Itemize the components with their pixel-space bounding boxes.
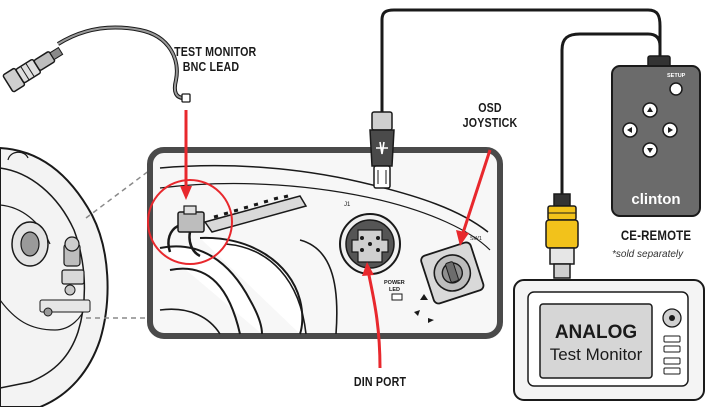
setup-label: SETUP: [667, 73, 686, 79]
din-cable: [380, 8, 662, 196]
osd-joystick-label-line1: OSD: [478, 100, 502, 115]
din-plug-icon: [369, 111, 395, 189]
yellow-bnc-connector: [545, 193, 579, 279]
camera-dome-icon: [0, 146, 109, 407]
power-led-label-line2: LED: [389, 287, 400, 293]
dpad-icon: [622, 102, 678, 158]
sw1-label: SW1: [470, 236, 482, 242]
ce-remote: SETUP clinton: [611, 55, 701, 217]
test-monitor-bnc-lead-label: TEST MONITOR BNC LEAD: [174, 44, 257, 74]
power-led-label-line1: POWER: [384, 280, 405, 286]
board-zoom-frame: [147, 147, 503, 339]
highlight-overlays: [147, 110, 492, 369]
monitor-title-line2: Test Monitor: [550, 345, 643, 364]
power-led: POWER LED: [384, 280, 405, 301]
monitor-screen: [539, 303, 653, 379]
zoom-guide-lines: [85, 169, 151, 319]
j1-label: J1: [344, 202, 351, 208]
test-monitor-label-line2: BNC LEAD: [182, 59, 240, 74]
analog-test-monitor: ANALOG Test Monitor: [513, 279, 705, 401]
header-connector: [203, 194, 308, 233]
osd-joystick-label: OSD JOYSTICK: [457, 100, 523, 130]
bnc-connector-icon: [2, 25, 191, 103]
osd-joystick-label-line2: JOYSTICK: [462, 115, 518, 130]
setup-button: [669, 82, 683, 96]
din-port-label: DIN PORT: [353, 374, 407, 389]
test-monitor-label-line1: TEST MONITOR: [174, 44, 257, 59]
monitor-title-line1: ANALOG: [555, 322, 637, 343]
remote-brand: clinton: [631, 191, 680, 208]
joystick-icon: SW1: [414, 236, 485, 323]
sold-separately-note: *sold separately: [612, 249, 684, 260]
ce-remote-label: CE-REMOTE: [620, 227, 692, 243]
